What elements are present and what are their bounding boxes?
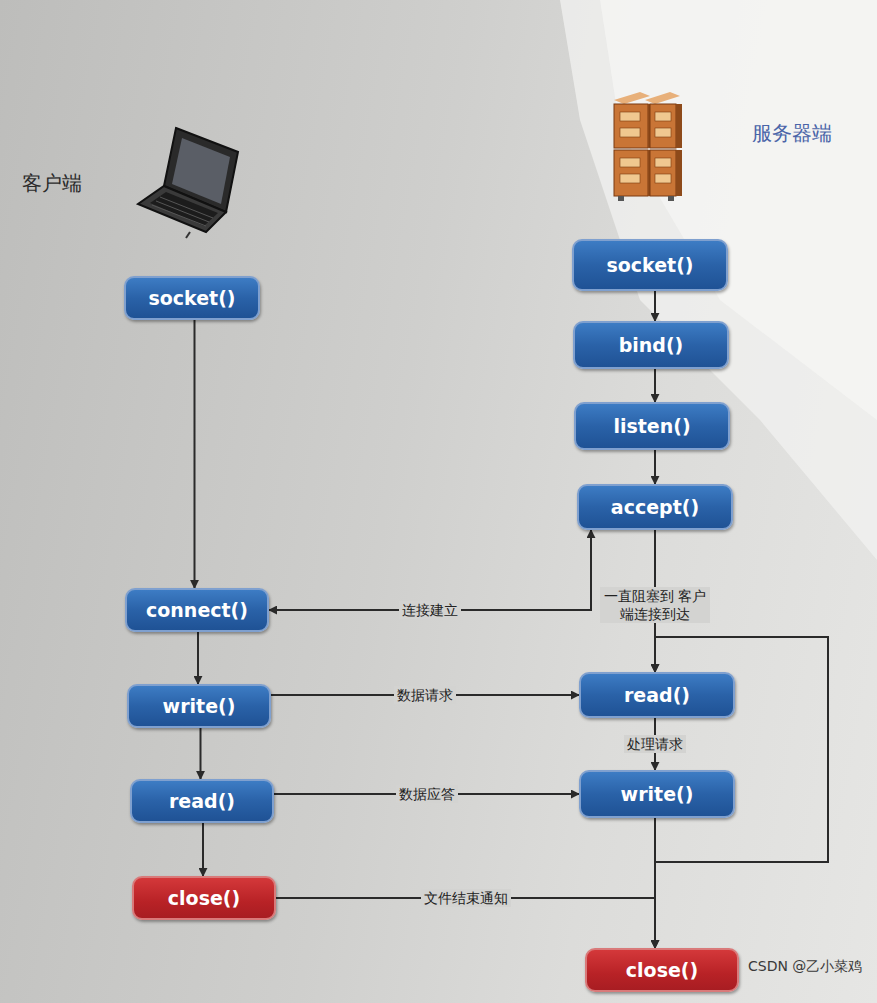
flow-arrow <box>202 823 204 876</box>
edge-label: 连接建立 <box>399 601 461 619</box>
flow-arrow <box>654 450 656 484</box>
function-name: socket() <box>606 254 693 276</box>
edge-label: 处理请求 <box>624 735 686 753</box>
function-name: bind() <box>619 334 684 356</box>
process-box: socket() <box>124 276 260 320</box>
process-box: read() <box>130 779 274 823</box>
function-name: close() <box>168 887 240 909</box>
process-box: write() <box>579 770 735 818</box>
process-box: read() <box>579 672 735 718</box>
function-name: socket() <box>148 287 235 309</box>
flow-arrow <box>197 632 199 684</box>
function-name: read() <box>169 790 235 812</box>
function-name: write() <box>621 783 694 805</box>
side-title: 服务器端 <box>752 120 832 147</box>
close-box: close() <box>132 876 276 920</box>
process-box: accept() <box>577 484 733 530</box>
watermark: CSDN @乙小菜鸡 <box>745 957 865 975</box>
function-name: connect() <box>146 599 248 621</box>
process-box: bind() <box>573 321 729 369</box>
process-box: listen() <box>574 402 730 450</box>
flow-arrow <box>194 320 196 588</box>
server-icon <box>614 92 682 201</box>
edge-label: 文件结束通知 <box>421 889 511 907</box>
edge-label: 数据请求 <box>394 686 456 704</box>
function-name: listen() <box>613 415 690 437</box>
process-box: socket() <box>572 239 728 291</box>
side-title: 客户端 <box>22 170 82 197</box>
process-box: connect() <box>125 588 269 632</box>
flow-arrow <box>654 291 656 321</box>
function-name: accept() <box>611 496 699 518</box>
flow-arrow <box>269 530 591 610</box>
laptop-icon <box>138 128 238 238</box>
edge-label: 数据应答 <box>396 785 458 803</box>
note-label: 一直阻塞到 客户端连接到达 <box>600 587 710 623</box>
process-box: write() <box>127 684 271 728</box>
flow-arrow <box>200 728 202 779</box>
function-name: read() <box>624 684 690 706</box>
function-name: close() <box>626 959 698 981</box>
flow-arrow <box>654 369 656 402</box>
function-name: write() <box>163 695 236 717</box>
close-box: close() <box>585 948 739 992</box>
